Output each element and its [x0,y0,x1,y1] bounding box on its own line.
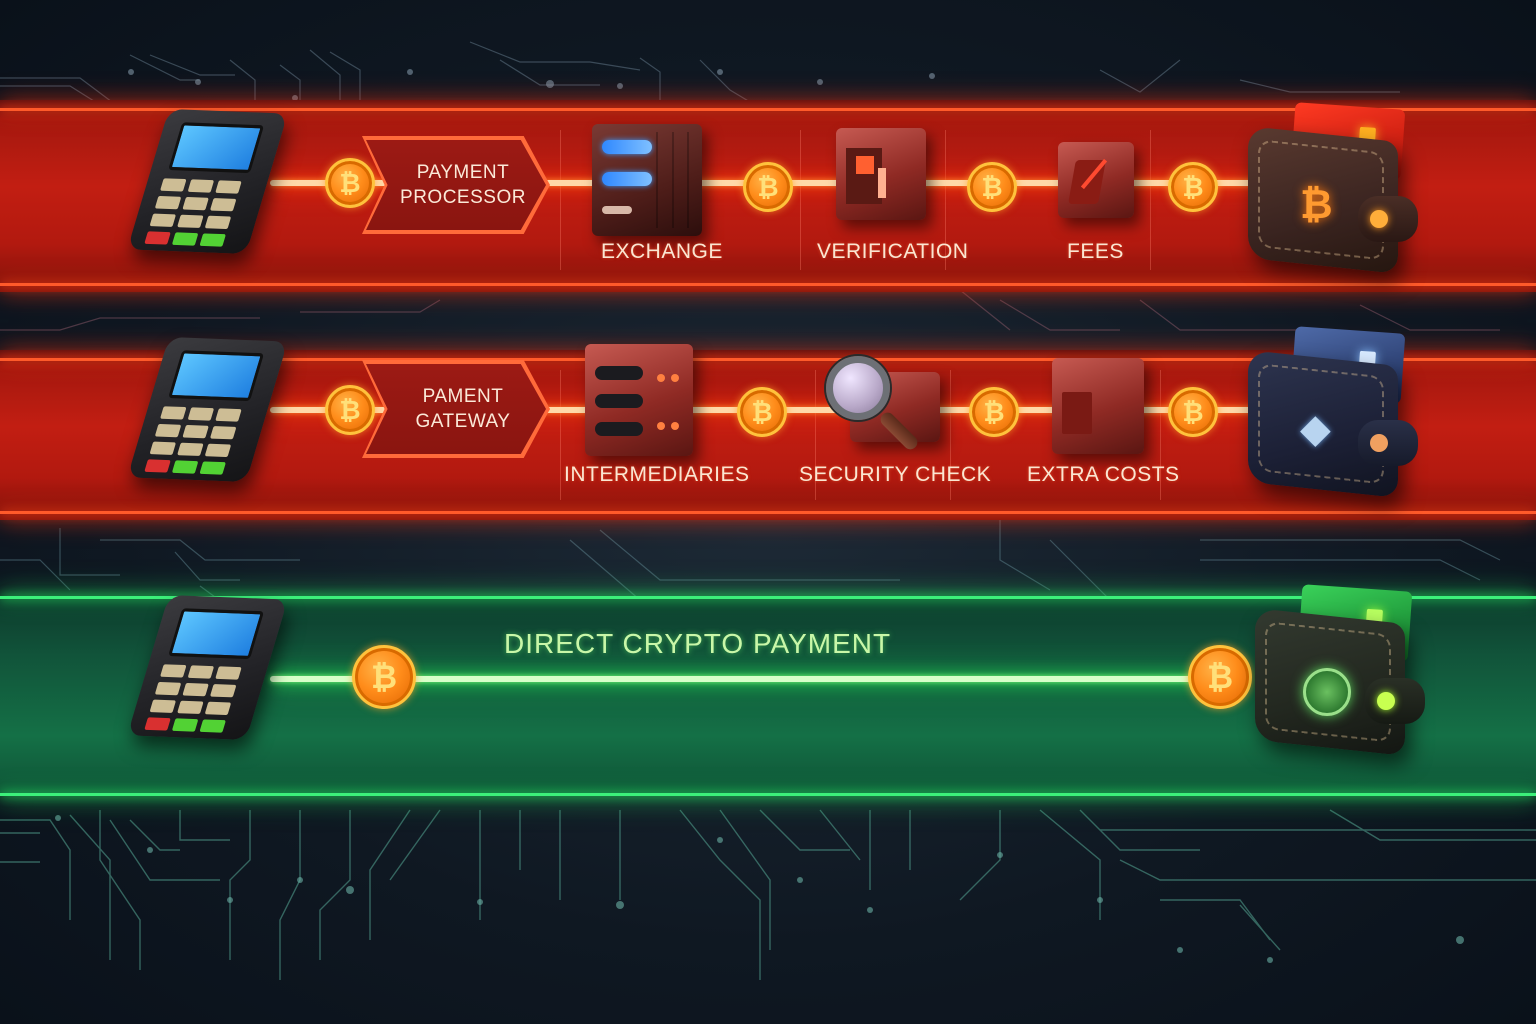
pos-terminal-icon [125,332,288,482]
step-label-extra-costs: EXTRA COSTS [1027,463,1180,486]
magnifier-icon [826,356,890,420]
bitcoin-wallet-icon: ₿ [1238,102,1418,276]
bitcoin-coin-icon: ₿ [1188,645,1252,709]
wallet-emblem: ₿ [1300,182,1333,228]
wallet-emblem: ◆ [1300,406,1331,452]
step-label-exchange: EXCHANGE [601,240,723,263]
pos-terminal-icon [125,590,288,740]
payment-processor-label: PAYMENT PROCESSOR [366,140,546,230]
bitcoin-coin-icon: ₿ [737,387,787,437]
gateway-line-2: PROCESSOR [400,187,526,208]
bitcoin-coin-icon: ₿ [967,162,1017,212]
bitcoin-coin-icon: ₿ [352,645,416,709]
server-rack-icon [585,344,693,456]
direct-crypto-payment-label: DIRECT CRYPTO PAYMENT [504,628,892,659]
payment-gateway-label: PAMENT GATEWAY [366,364,546,454]
fee-box-icon [1058,142,1134,218]
bitcoin-coin-icon: ₿ [969,387,1019,437]
wallet-emblem-ring [1303,668,1351,716]
gateway-line-2: GATEWAY [415,411,511,432]
green-wallet-icon [1245,584,1425,758]
document-box-icon [836,128,926,220]
step-label-intermediaries: INTERMEDIARIES [564,463,750,486]
step-label-security-check: SECURITY CHECK [799,463,992,486]
gateway-line-1: PAYMENT [416,162,510,183]
server-rack-icon [592,124,702,236]
step-label-fees: FEES [1067,240,1124,263]
bitcoin-coin-icon: ₿ [325,158,375,208]
pos-terminal-icon [125,104,288,254]
bitcoin-coin-icon: ₿ [1168,162,1218,212]
bitcoin-coin-icon: ₿ [743,162,793,212]
bitcoin-coin-icon: ₿ [325,385,375,435]
step-label-verification: VERIFICATION [817,240,969,263]
invoice-box-icon [1052,358,1144,454]
ethereum-wallet-icon: ◆ [1238,326,1418,500]
bitcoin-coin-icon: ₿ [1168,387,1218,437]
gateway-line-1: PAMENT [422,386,504,407]
flow-line [270,676,1230,682]
